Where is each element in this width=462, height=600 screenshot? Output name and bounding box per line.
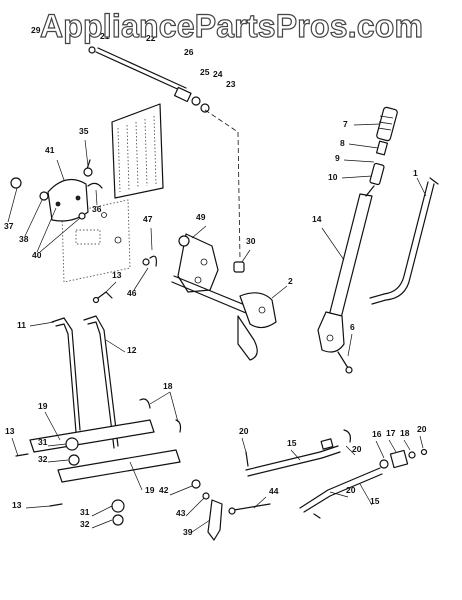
callout-c6: 6 bbox=[350, 322, 355, 332]
callout-c13b: 13 bbox=[5, 426, 15, 436]
callout-c40: 40 bbox=[32, 250, 42, 260]
callout-c21: 21 bbox=[100, 31, 110, 41]
callout-c47: 47 bbox=[143, 214, 153, 224]
bottom-hardware bbox=[169, 479, 271, 541]
callout-c2: 2 bbox=[288, 276, 293, 286]
callout-c8: 8 bbox=[340, 138, 345, 148]
callout-c20b: 20 bbox=[352, 444, 362, 454]
callout-c10: 10 bbox=[328, 172, 338, 182]
callout-c36: 36 bbox=[92, 204, 102, 214]
callout-c11: 11 bbox=[17, 320, 26, 330]
pedal-pad-assembly bbox=[7, 139, 103, 253]
callout-c13c: 13 bbox=[12, 500, 22, 510]
callout-c18a: 18 bbox=[163, 381, 173, 391]
callout-c17: 17 bbox=[386, 428, 396, 438]
callout-c31b: 31 bbox=[80, 507, 90, 517]
lift-handle-assembly bbox=[317, 106, 398, 374]
callout-c18b: 18 bbox=[400, 428, 410, 438]
upper-rod-assembly bbox=[88, 46, 241, 261]
bellcrank-bracket bbox=[133, 225, 288, 361]
callout-c46: 46 bbox=[127, 288, 137, 298]
callout-c24: 24 bbox=[213, 69, 223, 79]
callout-c31a: 31 bbox=[38, 437, 48, 447]
lift-links bbox=[29, 281, 126, 449]
callout-c14: 14 bbox=[312, 214, 322, 224]
callout-c19a: 19 bbox=[38, 401, 48, 411]
callout-c19b: 19 bbox=[145, 485, 155, 495]
callout-c9: 9 bbox=[335, 153, 340, 163]
callout-c35: 35 bbox=[79, 126, 89, 136]
callout-c15b: 15 bbox=[370, 496, 380, 506]
callout-c29: 29 bbox=[31, 25, 41, 35]
callout-c22: 22 bbox=[146, 33, 156, 43]
callout-c13a: 13 bbox=[112, 270, 122, 280]
callout-c41: 41 bbox=[45, 145, 55, 155]
callout-c42: 42 bbox=[159, 485, 169, 495]
callout-c32b: 32 bbox=[80, 519, 90, 529]
callout-c20d: 20 bbox=[346, 485, 356, 495]
callout-c49: 49 bbox=[196, 212, 206, 222]
callout-c30: 30 bbox=[246, 236, 256, 246]
lower-shafts bbox=[11, 391, 182, 529]
lower-right-rods bbox=[241, 429, 428, 519]
watermark: AppliancePartsPros.com bbox=[39, 8, 424, 44]
frame-bracket bbox=[61, 103, 164, 283]
callout-c23: 23 bbox=[226, 79, 236, 89]
callout-c7: 7 bbox=[343, 119, 348, 129]
callout-c25: 25 bbox=[200, 67, 210, 77]
callout-c12: 12 bbox=[127, 345, 137, 355]
callout-c44: 44 bbox=[269, 486, 279, 496]
lift-rod bbox=[369, 177, 439, 305]
callout-c39: 39 bbox=[183, 527, 193, 537]
callout-c1: 1 bbox=[413, 168, 418, 178]
callout-c32a: 32 bbox=[38, 454, 48, 464]
callout-c43: 43 bbox=[176, 508, 186, 518]
callout-c20c: 20 bbox=[417, 424, 427, 434]
callout-c16: 16 bbox=[372, 429, 382, 439]
callout-c37: 37 bbox=[4, 221, 14, 231]
callout-c38: 38 bbox=[19, 234, 29, 244]
callout-c15a: 15 bbox=[287, 438, 297, 448]
callout-c26: 26 bbox=[184, 47, 194, 57]
callout-c20a: 20 bbox=[239, 426, 249, 436]
